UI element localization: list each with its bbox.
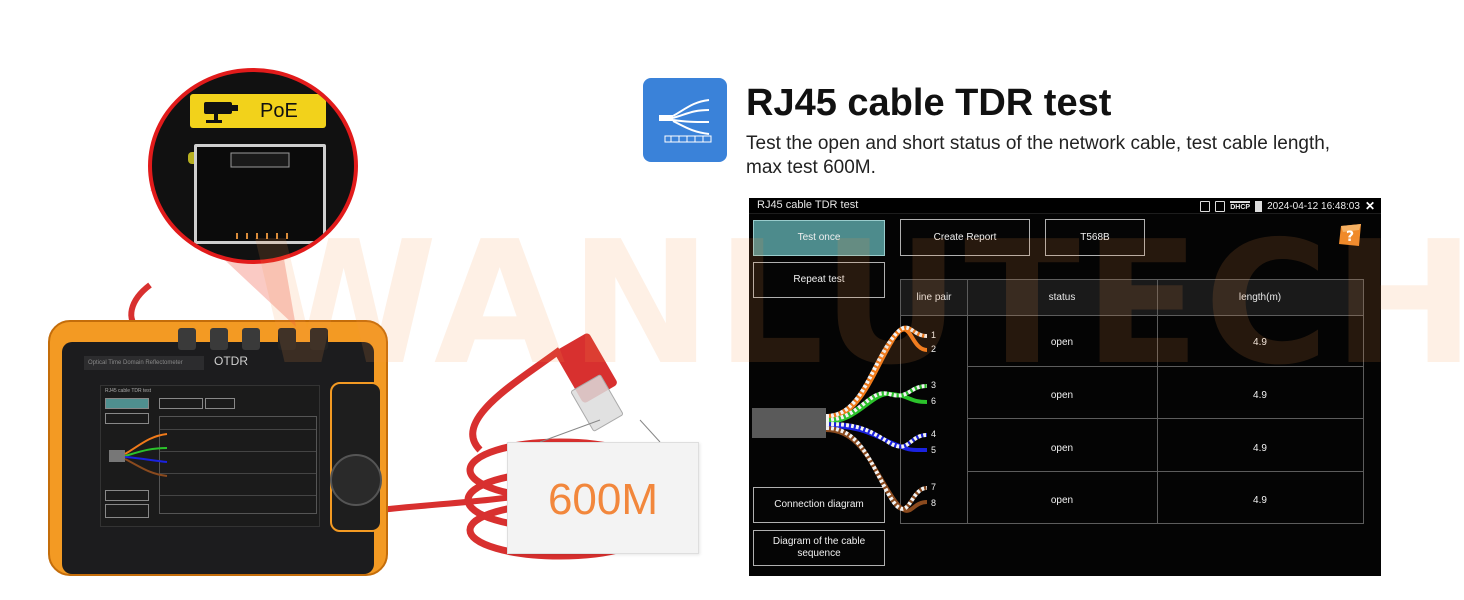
status-cell: open <box>1050 494 1074 506</box>
mini-table <box>159 416 317 514</box>
otdr-device: Optical Time Domain Reflectometer OTDR R… <box>48 320 388 576</box>
status-cell: open <box>1050 389 1074 401</box>
status-bar: RJ45 cable TDR test DHCP 2024-04-12 16:4… <box>749 198 1381 214</box>
length-cell: 4.9 <box>1253 389 1267 401</box>
cable-sequence-button[interactable]: Diagram of the cable sequence <box>753 530 885 566</box>
rj45-contacts <box>230 152 290 239</box>
device-ports <box>178 328 338 350</box>
network-status-icon <box>1215 200 1226 212</box>
wire-striped <box>825 426 928 511</box>
cable-wires-icon <box>659 99 712 143</box>
length-tag-text: 600M <box>547 475 659 524</box>
pin-6: 6 <box>931 396 937 406</box>
create-report-button[interactable]: Create Report <box>900 219 1030 256</box>
battery-icon <box>1255 200 1263 212</box>
mini-t568b-button <box>205 398 235 409</box>
device-dpad <box>330 454 382 506</box>
t568b-button[interactable]: T568B <box>1045 219 1145 256</box>
camera-icon <box>204 102 238 123</box>
svg-text:?: ? <box>1346 229 1354 245</box>
pin-4: 4 <box>931 429 937 439</box>
datetime: 2024-04-12 16:48:03 <box>1267 200 1360 212</box>
pin-2: 2 <box>931 344 937 354</box>
sd-card-icon <box>1200 200 1211 212</box>
pin-1: 1 <box>931 330 937 340</box>
pin-7: 7 <box>931 482 937 492</box>
mini-create-report-button <box>159 398 203 409</box>
network-cable-icon <box>643 78 727 162</box>
help-icon[interactable]: ? <box>1335 220 1365 250</box>
device-mini-screen: RJ45 cable TDR test <box>100 385 320 527</box>
wire-stripe-color <box>825 325 928 418</box>
tdr-results-table: line pair status length(m) 1 2 open 4.9 … <box>900 279 1364 524</box>
mini-screen-title: RJ45 cable TDR test <box>105 388 152 394</box>
poe-port-zoom: PoE <box>148 68 358 264</box>
device-title: OTDR <box>214 354 248 368</box>
cable-jacket <box>752 408 826 438</box>
mini-connection-diagram-button <box>105 490 149 501</box>
mini-test-once-button <box>105 398 149 409</box>
length-cell: 4.9 <box>1253 442 1267 454</box>
poe-label-tag: PoE <box>190 94 326 128</box>
rj45-port <box>194 144 326 244</box>
wire-striped <box>825 325 928 418</box>
mini-cable-sequence-button <box>105 504 149 518</box>
length-cell: 4.9 <box>1253 494 1267 506</box>
header-line-pair: line pair <box>901 280 967 316</box>
feature-description: Test the open and short status of the ne… <box>746 133 1331 178</box>
connection-diagram-button[interactable]: Connection diagram <box>753 487 885 523</box>
wire-pairs <box>825 325 928 513</box>
test-once-button[interactable]: Test once <box>753 220 885 256</box>
status-cell: open <box>1050 442 1074 454</box>
cable-wire-diagram <box>752 325 928 513</box>
mini-wire-diagram <box>109 433 168 477</box>
wire-striped <box>825 422 928 449</box>
status-cell: open <box>1050 336 1074 348</box>
device-subtitle: Optical Time Domain Reflectometer <box>84 356 204 370</box>
repeat-test-button[interactable]: Repeat test <box>753 262 885 298</box>
close-icon[interactable]: ✕ <box>1364 199 1375 213</box>
length-cell: 4.9 <box>1253 336 1267 348</box>
status-icons: DHCP 2024-04-12 16:48:03 ✕ <box>1200 199 1375 213</box>
mini-repeat-test-button <box>105 413 149 424</box>
wire-solid <box>825 327 928 420</box>
feature-title: RJ45 cable TDR test <box>746 82 1112 124</box>
dhcp-icon: DHCP <box>1230 201 1251 211</box>
wire-striped <box>825 384 928 422</box>
tdr-test-screen: RJ45 cable TDR test DHCP 2024-04-12 16:4… <box>749 198 1381 576</box>
screen-title: RJ45 cable TDR test <box>757 199 859 211</box>
pin-8: 8 <box>931 498 937 508</box>
header-length: length(m) <box>1157 280 1363 316</box>
header-status: status <box>967 280 1157 316</box>
pin-3: 3 <box>931 380 937 390</box>
poe-text: PoE <box>260 100 298 122</box>
pin-5: 5 <box>931 445 937 455</box>
length-tag-card: 600M <box>507 442 699 554</box>
